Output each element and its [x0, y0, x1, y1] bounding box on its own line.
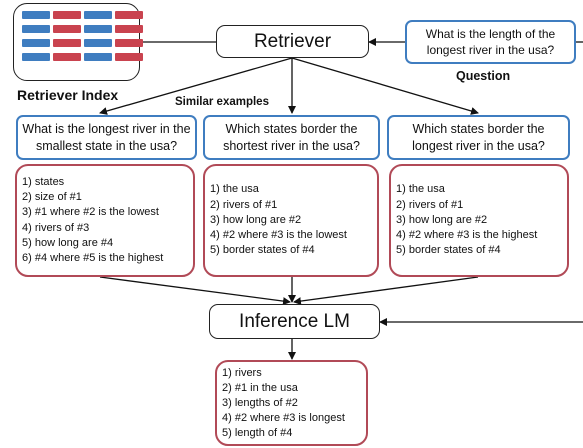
- decomp-step: 3) how long are #2: [210, 213, 302, 226]
- decomp-step: 5) how long are #4: [22, 236, 114, 249]
- index-block: [53, 11, 81, 19]
- decomp-step: 1) the usa: [210, 183, 259, 196]
- question-text: What is the length of the longest river …: [425, 27, 556, 57]
- decomp-step: 4) rivers of #3: [22, 221, 90, 234]
- example-question-3: Which states border the longest river in…: [387, 115, 570, 160]
- decomp-step: 5) border states of #4: [210, 244, 315, 257]
- example-decomposition-3: 1) the usa 2) rivers of #1 3) how long a…: [389, 164, 569, 277]
- retriever-index-label: Retriever Index: [17, 87, 119, 103]
- index-block: [84, 25, 112, 33]
- decomp-step: 4) #2 where #3 is the lowest: [210, 229, 347, 242]
- output-step: 4) #2 where #3 is longest: [222, 411, 345, 424]
- decomp-step: 6) #4 where #5 is the highest: [22, 251, 164, 264]
- example-decomposition-2: 1) the usa 2) rivers of #1 3) how long a…: [203, 164, 379, 277]
- output-decomposition: 1) rivers 2) #1 in the usa 3) lengths of…: [215, 360, 368, 446]
- decomp-step: 2) size of #1: [22, 191, 82, 204]
- decomp-step: 3) how long are #2: [396, 213, 488, 226]
- example-question-1: What is the longest river in the smalles…: [16, 115, 197, 160]
- index-block: [84, 39, 112, 47]
- retriever-to-example-3-arrow: [291, 57, 479, 115]
- similar-examples-label: Similar examples: [175, 96, 269, 108]
- question-box: What is the length of the longest river …: [405, 20, 576, 64]
- decomp-step: 1) the usa: [396, 183, 445, 196]
- index-block: [115, 39, 143, 47]
- index-block: [53, 39, 81, 47]
- output-step: 5) length of #4: [222, 426, 293, 439]
- question-label: Question: [456, 69, 511, 83]
- decomp-step: 2) rivers of #1: [210, 198, 278, 211]
- output-step: 3) lengths of #2: [222, 396, 298, 409]
- decomp-step: 4) #2 where #3 is the highest: [396, 229, 538, 242]
- example-3-to-lm-arrow: [293, 276, 479, 306]
- decomp-step: 3) #1 where #2 is the lowest: [22, 206, 159, 219]
- example-question-2-text: Which states border the shortest river i…: [223, 121, 360, 153]
- retriever-node: Retriever: [216, 25, 369, 58]
- inference-lm-node: Inference LM: [209, 304, 380, 339]
- output-step: 1) rivers: [222, 366, 262, 379]
- retriever-label: Retriever: [253, 30, 332, 52]
- index-block: [22, 25, 50, 33]
- example-1-to-lm-arrow: [99, 276, 291, 306]
- inference-lm-label: Inference LM: [239, 310, 350, 332]
- index-block: [22, 53, 50, 61]
- example-question-2: Which states border the shortest river i…: [203, 115, 380, 160]
- retriever-index-box: [13, 3, 143, 81]
- example-question-1-text: What is the longest river in the smalles…: [22, 121, 191, 153]
- index-block: [22, 11, 50, 19]
- index-block: [53, 53, 81, 61]
- decomp-step: 5) border states of #4: [396, 244, 501, 257]
- index-block: [84, 11, 112, 19]
- index-block: [53, 25, 81, 33]
- decomp-step: 1) states: [22, 175, 65, 188]
- index-block: [115, 53, 143, 61]
- index-block: [22, 39, 50, 47]
- index-block: [115, 11, 143, 19]
- example-question-3-text: Which states border the longest river in…: [412, 121, 545, 153]
- index-block: [115, 25, 143, 33]
- example-decomposition-1: 1) states 2) size of #1 3) #1 where #2 i…: [15, 164, 195, 277]
- index-block: [84, 53, 112, 61]
- decomp-step: 2) rivers of #1: [396, 198, 464, 211]
- retriever-to-example-1-arrow: [99, 57, 293, 115]
- output-step: 2) #1 in the usa: [222, 381, 298, 394]
